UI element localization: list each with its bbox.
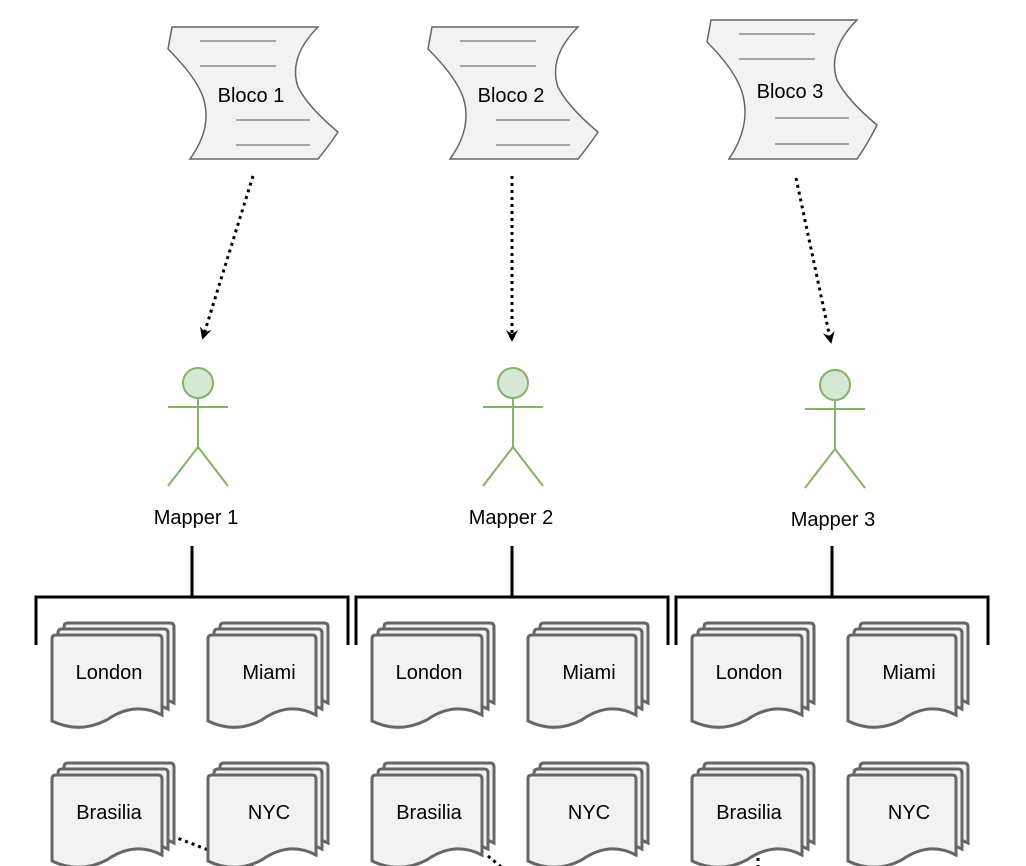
output-doc-brasilia: Brasilia — [370, 761, 496, 866]
mapper-2-actor-icon — [482, 367, 544, 487]
tape-shape — [427, 26, 599, 160]
output-doc-label: Brasilia — [716, 802, 782, 824]
document-sheet — [370, 633, 484, 729]
mapper-1-actor-icon — [167, 367, 229, 487]
output-doc-london: London — [50, 621, 176, 729]
output-doc-label: Miami — [882, 662, 935, 684]
output-doc-label: Brasilia — [76, 802, 142, 824]
mapper-1-label: Mapper 1 — [154, 507, 239, 529]
document-sheet — [690, 633, 804, 729]
document-sheet — [846, 773, 958, 866]
block-3: Bloco 3 — [706, 19, 878, 160]
output-doc-label: NYC — [248, 802, 290, 824]
bracket-1 — [34, 546, 350, 645]
output-doc-nyc: NYC — [526, 761, 650, 866]
bracket-2 — [354, 546, 670, 645]
document-sheet — [50, 773, 164, 866]
bracket-3 — [674, 546, 990, 645]
block-label: Bloco 3 — [757, 81, 824, 103]
output-doc-label: Miami — [242, 662, 295, 684]
document-sheet — [690, 773, 804, 866]
block-label: Bloco 2 — [478, 85, 545, 107]
output-doc-label: Miami — [562, 662, 615, 684]
tape-shape — [706, 19, 878, 160]
document-sheet — [206, 773, 318, 866]
document-sheet — [370, 773, 484, 866]
document-sheet — [526, 773, 638, 866]
output-doc-brasilia: Brasilia — [50, 761, 176, 866]
mapper-2-label: Mapper 2 — [469, 507, 554, 529]
arrow-block3-to-mapper3 — [794, 177, 835, 344]
arrow-block1-to-mapper1 — [200, 175, 255, 340]
document-sheet — [50, 633, 164, 729]
output-doc-label: London — [396, 662, 463, 684]
document-sheet — [846, 633, 958, 729]
output-doc-nyc: NYC — [206, 761, 330, 866]
mapper-3-actor-icon — [804, 369, 866, 489]
document-sheet — [526, 633, 638, 729]
output-doc-label: London — [716, 662, 783, 684]
output-doc-nyc: NYC — [846, 761, 970, 866]
output-doc-london: London — [690, 621, 816, 729]
block-label: Bloco 1 — [218, 85, 285, 107]
output-doc-label: Brasilia — [396, 802, 462, 824]
output-doc-label: London — [76, 662, 143, 684]
mapper-3-label: Mapper 3 — [791, 509, 876, 531]
output-doc-miami: Miami — [846, 621, 970, 729]
output-doc-label: NYC — [568, 802, 610, 824]
document-sheet — [206, 633, 318, 729]
output-doc-brasilia: Brasilia — [690, 761, 816, 866]
output-doc-label: NYC — [888, 802, 930, 824]
block-1: Bloco 1 — [167, 26, 339, 160]
output-doc-london: London — [370, 621, 496, 729]
output-doc-miami: Miami — [206, 621, 330, 729]
block-2: Bloco 2 — [427, 26, 599, 160]
output-doc-miami: Miami — [526, 621, 650, 729]
tape-shape — [167, 26, 339, 160]
